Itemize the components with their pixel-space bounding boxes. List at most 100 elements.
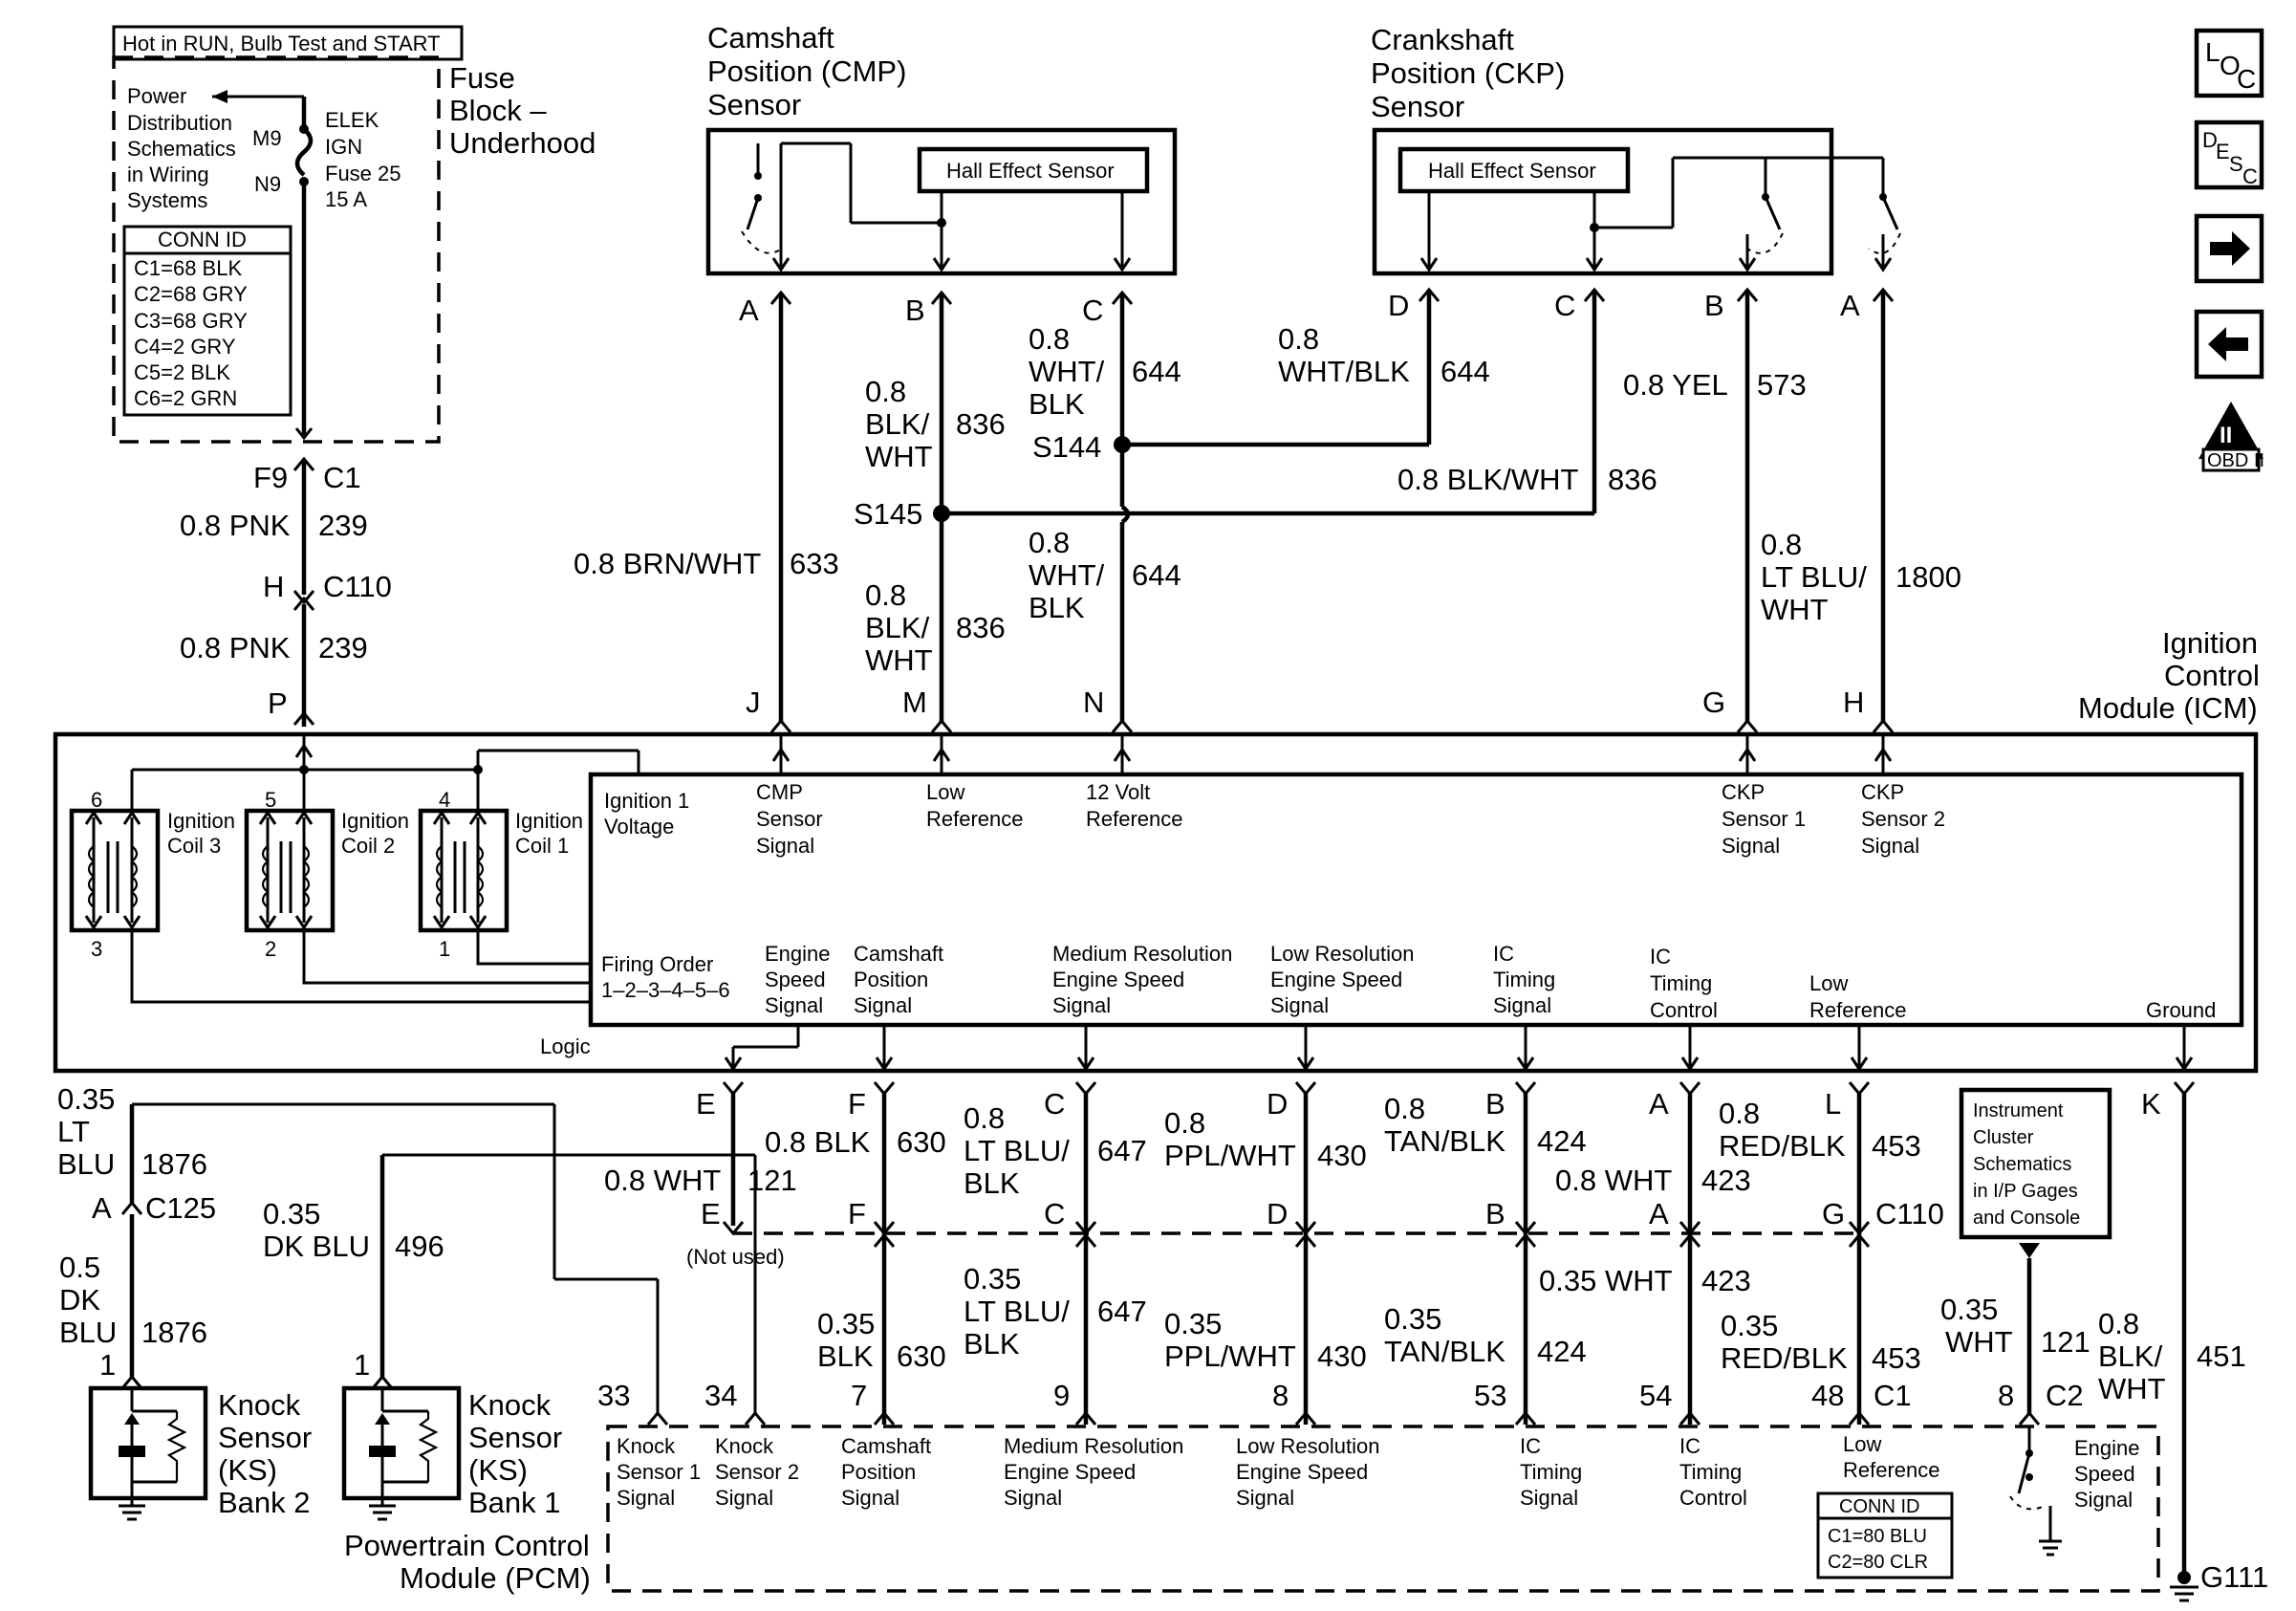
fuse-block-title: Fuse: [449, 61, 515, 95]
icm-12v-label: 12 Volt: [1086, 780, 1150, 804]
loc-button[interactable]: L O C: [2194, 28, 2264, 98]
pcm-pin: 48: [1811, 1379, 1844, 1412]
ground-label: G111: [2200, 1560, 2268, 1594]
pin-label: A: [92, 1191, 112, 1225]
svg-text:RED/BLK: RED/BLK: [1721, 1341, 1848, 1375]
svg-text:Position (CKP): Position (CKP): [1371, 56, 1565, 90]
wire-circuit: 121: [2041, 1325, 2090, 1359]
svg-text:15 A: 15 A: [325, 187, 367, 211]
wire-size-color: 0.8: [1164, 1106, 1205, 1140]
svg-text:E: E: [2216, 140, 2230, 163]
svg-text:Reference: Reference: [1843, 1458, 1940, 1482]
wire-size-color: 0.8 WHT: [1555, 1164, 1672, 1197]
icm-camshaft-label: Camshaft: [854, 942, 943, 966]
pin-label: M: [902, 686, 927, 719]
ks-label: Knock: [468, 1388, 552, 1422]
pcm-iccontrol-label: IC: [1679, 1434, 1700, 1458]
ks-pin: 1: [99, 1348, 116, 1382]
svg-text:Timing: Timing: [1493, 968, 1555, 991]
pcm-title: Powertrain Control: [344, 1529, 590, 1562]
svg-text:BLK/: BLK/: [865, 407, 930, 441]
svg-text:Signal: Signal: [1052, 993, 1111, 1017]
pin-m9: M9: [252, 126, 282, 150]
wire-circuit: 430: [1317, 1139, 1367, 1172]
svg-text:Signal: Signal: [841, 1486, 899, 1510]
pin-label: B: [1485, 1197, 1505, 1230]
conn-id-row: C1=80 BLU: [1828, 1526, 1927, 1547]
c110-connectors: [722, 1221, 1871, 1248]
svg-text:WHT: WHT: [865, 440, 933, 473]
connector-c110: C110: [1875, 1197, 1944, 1230]
svg-text:Sensor: Sensor: [218, 1421, 312, 1454]
wire-circuit: 836: [1608, 463, 1657, 496]
svg-text:C2=68 GRY: C2=68 GRY: [134, 282, 248, 306]
coil-pin: 1: [439, 937, 450, 961]
svg-text:Schematics: Schematics: [1973, 1154, 2071, 1175]
wire-size-color: 0.8: [1278, 322, 1319, 356]
pin-label: C: [1044, 1087, 1065, 1121]
svg-text:Speed: Speed: [2074, 1462, 2135, 1486]
icm-firing-order: Firing Order: [601, 952, 713, 976]
icm-lowref2-label: Low: [1809, 971, 1848, 995]
wire-size-color: 0.8 BLK/WHT: [1397, 463, 1579, 496]
coil-pin: 3: [91, 937, 102, 961]
pcm-pin: 53: [1474, 1379, 1506, 1412]
icm-ckp2-label: CKP: [1861, 780, 1904, 804]
pin-label: C: [1554, 289, 1575, 322]
svg-text:Voltage: Voltage: [604, 815, 674, 838]
pin-h: H: [263, 570, 284, 603]
connector-c125: C125: [145, 1191, 216, 1225]
desc-button[interactable]: D E S C: [2194, 120, 2264, 190]
wire-circuit: 423: [1701, 1164, 1751, 1197]
svg-text:Sensor 1: Sensor 1: [1722, 807, 1806, 831]
svg-text:Systems: Systems: [127, 188, 207, 212]
prev-page-button[interactable]: [2194, 309, 2264, 380]
wire-size-color: 0.8: [1029, 526, 1070, 559]
wire-circuit: 644: [1132, 355, 1181, 388]
svg-text:Sensor: Sensor: [756, 807, 823, 831]
wire-size-color: 0.35: [1384, 1302, 1441, 1336]
fuse-text: ELEK: [325, 108, 379, 132]
svg-text:Signal: Signal: [756, 834, 814, 858]
svg-text:Timing: Timing: [1520, 1460, 1582, 1484]
icm-lowref-label: Low: [926, 780, 964, 804]
next-page-button[interactable]: [2194, 213, 2264, 284]
svg-text:Module (PCM): Module (PCM): [400, 1561, 591, 1595]
coil-pin: 5: [265, 788, 276, 812]
svg-text:Schematics: Schematics: [127, 137, 236, 161]
svg-text:Bank 2: Bank 2: [218, 1486, 311, 1519]
connector-c2: C2: [2046, 1379, 2084, 1412]
connector-c1: C1: [323, 461, 361, 494]
knock-sensor-bank-2: 1 Knock Sensor (KS) Bank 2: [88, 1348, 312, 1521]
pcm-lowres-label: Low Resolution: [1236, 1434, 1379, 1458]
svg-text:BLU: BLU: [59, 1316, 117, 1349]
wire-circuit: 1876: [141, 1147, 207, 1181]
icm-ign1-label: Ignition 1: [604, 789, 689, 813]
svg-text:Signal: Signal: [765, 993, 823, 1017]
svg-text:in Wiring: in Wiring: [127, 163, 209, 186]
wire-size-color: 0.35: [1940, 1293, 1998, 1326]
svg-text:(KS): (KS): [468, 1453, 528, 1487]
svg-text:Engine Speed: Engine Speed: [1270, 968, 1402, 991]
pin-label: F: [848, 1197, 866, 1230]
pcm-pin-connectors: [646, 1410, 1871, 1426]
wire-size-color: 0.8: [1761, 528, 1802, 561]
wire-size-color: 0.35: [817, 1307, 875, 1340]
nav-icons: L O C D E S C II OBD II: [2194, 28, 2264, 472]
svg-text:BLK: BLK: [817, 1339, 874, 1373]
svg-text:BLK: BLK: [1029, 387, 1085, 421]
svg-text:WHT: WHT: [1761, 593, 1829, 626]
ckp-sensor-title: Crankshaft: [1371, 23, 1514, 56]
loc-letter: L: [2205, 37, 2220, 67]
svg-text:Engine Speed: Engine Speed: [1052, 968, 1184, 991]
pcm-pin: 9: [1053, 1379, 1070, 1412]
svg-text:(KS): (KS): [218, 1453, 277, 1487]
pcm-ictiming-label: IC: [1520, 1434, 1541, 1458]
pcm-pin: 34: [704, 1379, 737, 1412]
obd-label: OBD II: [2207, 450, 2264, 471]
svg-text:C4=2 GRY: C4=2 GRY: [134, 335, 236, 359]
pin-label: D: [1388, 289, 1409, 322]
icm-iccontrol-label: IC: [1650, 945, 1671, 969]
pin-label: A: [1840, 289, 1860, 322]
svg-text:TAN/BLK: TAN/BLK: [1384, 1335, 1505, 1368]
